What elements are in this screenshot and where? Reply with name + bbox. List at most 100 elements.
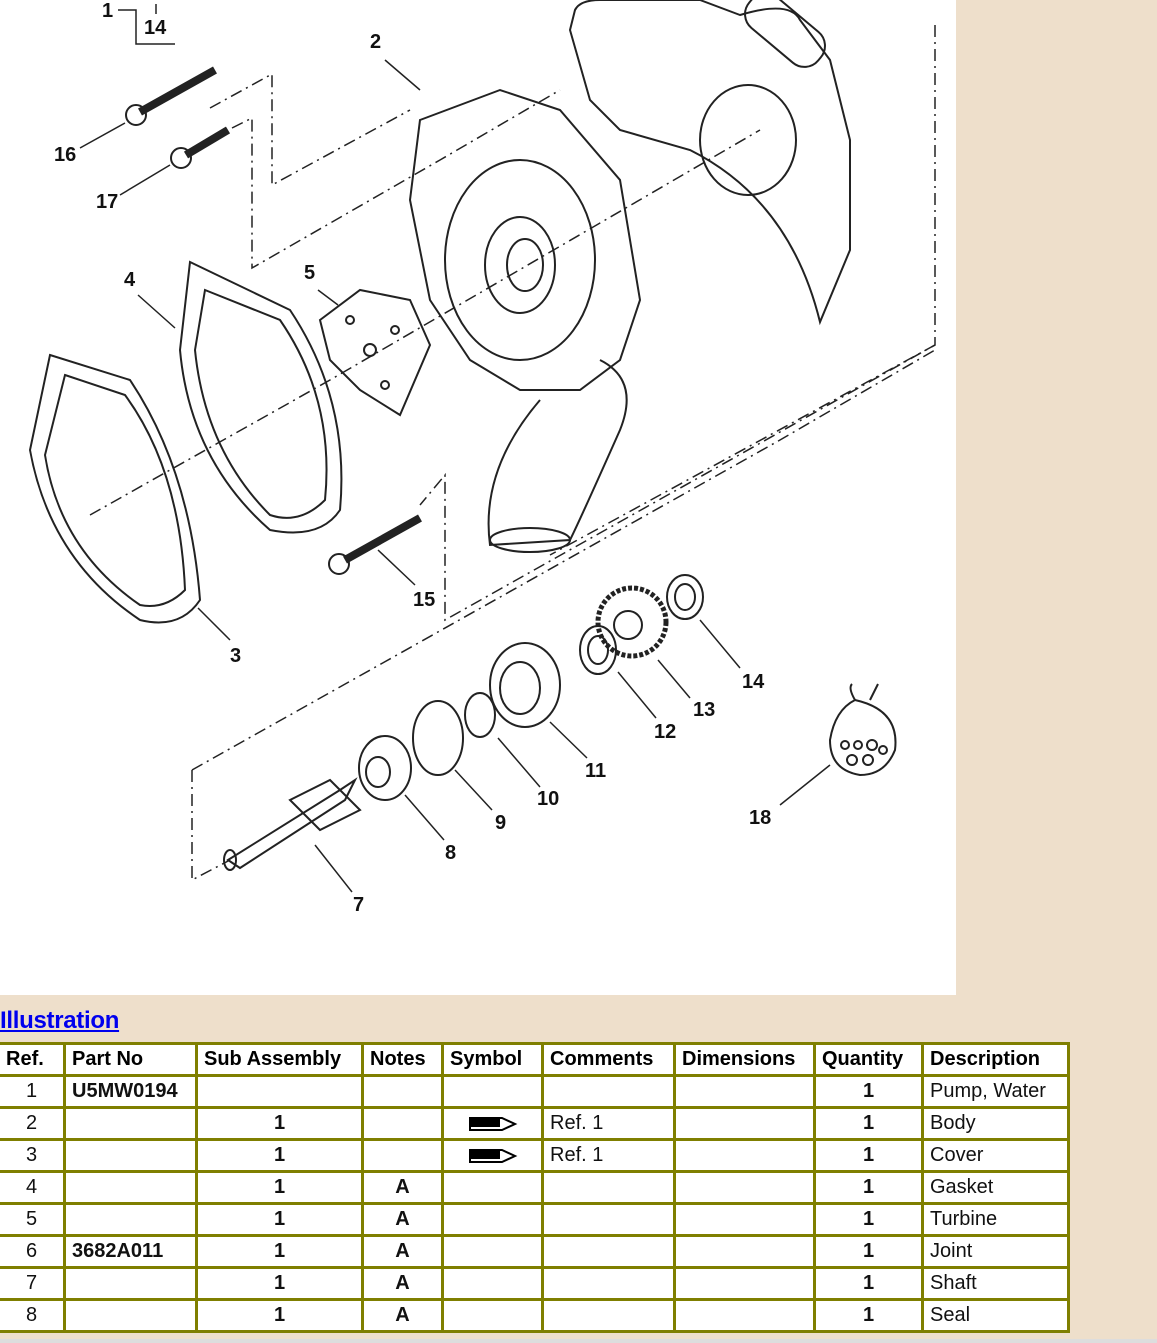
parts-table: Ref. Part No Sub Assembly Notes Symbol C… xyxy=(0,1042,1070,1333)
callout-7: 7 xyxy=(353,894,365,916)
cell-quantity: 1 xyxy=(813,1266,924,1301)
cell-sub-assembly: 1 xyxy=(195,1138,364,1173)
cell-ref: 4 xyxy=(0,1170,66,1205)
cell-ref: 5 xyxy=(0,1202,66,1237)
cell-description: Body xyxy=(921,1106,1070,1141)
cell-symbol xyxy=(441,1266,544,1301)
callout-17: 17 xyxy=(96,191,119,213)
callout-9: 9 xyxy=(495,812,507,834)
header-notes: Notes xyxy=(361,1042,444,1077)
cell-sub-assembly: 1 xyxy=(195,1234,364,1269)
cell-ref: 1 xyxy=(0,1074,66,1109)
cell-sub-assembly: 1 xyxy=(195,1298,364,1333)
cell-notes: A xyxy=(361,1234,444,1269)
cell-comments: Ref. 1 xyxy=(541,1106,676,1141)
header-sub-assembly: Sub Assembly xyxy=(195,1042,364,1077)
cell-description: Shaft xyxy=(921,1266,1070,1301)
water-pump-drawing xyxy=(28,0,936,893)
callout-1: 1 xyxy=(102,0,114,22)
cell-ref: 3 xyxy=(0,1138,66,1173)
cell-dimensions xyxy=(673,1298,816,1333)
callout-13: 13 xyxy=(693,699,716,721)
callout-15: 15 xyxy=(413,589,436,611)
header-comments: Comments xyxy=(541,1042,676,1077)
cell-quantity: 1 xyxy=(813,1170,924,1205)
cell-sub-assembly: 1 xyxy=(195,1106,364,1141)
cell-dimensions xyxy=(673,1074,816,1109)
callout-14-frame: 14 xyxy=(144,17,167,39)
cell-symbol xyxy=(441,1074,544,1109)
cell-notes xyxy=(361,1074,444,1109)
callout-4: 4 xyxy=(124,269,136,291)
cell-description: Gasket xyxy=(921,1170,1070,1205)
pencil-arrow-icon xyxy=(468,1148,517,1163)
cell-dimensions xyxy=(673,1234,816,1269)
cell-part-no xyxy=(63,1138,198,1173)
cell-comments xyxy=(541,1202,676,1237)
cell-part-no xyxy=(63,1170,198,1205)
cell-description: Joint xyxy=(921,1234,1070,1269)
cell-dimensions xyxy=(673,1266,816,1301)
cell-ref: 8 xyxy=(0,1298,66,1333)
cell-comments xyxy=(541,1170,676,1205)
cell-part-no xyxy=(63,1266,198,1301)
cell-comments xyxy=(541,1074,676,1109)
cell-symbol xyxy=(441,1138,544,1173)
cell-dimensions xyxy=(673,1138,816,1173)
cell-dimensions xyxy=(673,1170,816,1205)
callout-12: 12 xyxy=(654,721,677,743)
callout-8: 8 xyxy=(445,842,457,864)
cell-quantity: 1 xyxy=(813,1074,924,1109)
cell-symbol xyxy=(441,1298,544,1333)
callout-2: 2 xyxy=(370,31,382,53)
cell-part-no xyxy=(63,1202,198,1237)
header-description: Description xyxy=(921,1042,1070,1077)
cell-part-no xyxy=(63,1106,198,1141)
cell-comments xyxy=(541,1234,676,1269)
cell-ref: 6 xyxy=(0,1234,66,1269)
callout-18: 18 xyxy=(749,807,772,829)
cell-comments: Ref. 1 xyxy=(541,1138,676,1173)
cell-description: Cover xyxy=(921,1138,1070,1173)
callout-10: 10 xyxy=(537,788,560,810)
cell-symbol xyxy=(441,1234,544,1269)
cell-dimensions xyxy=(673,1202,816,1237)
cell-notes xyxy=(361,1138,444,1173)
cell-part-no xyxy=(63,1298,198,1333)
pencil-arrow-icon xyxy=(468,1116,517,1131)
cell-notes: A xyxy=(361,1202,444,1237)
illustration-link[interactable]: Illustration xyxy=(0,1007,120,1034)
cell-notes: A xyxy=(361,1298,444,1333)
exploded-diagram: 1 14 2 16 17 4 5 3 15 14 13 12 11 10 9 8… xyxy=(0,0,956,995)
table-header-row: Ref. Part No Sub Assembly Notes Symbol C… xyxy=(0,1042,1070,1077)
cell-part-no: 3682A011 xyxy=(63,1234,198,1269)
cell-quantity: 1 xyxy=(813,1202,924,1237)
cell-ref: 2 xyxy=(0,1106,66,1141)
cell-notes xyxy=(361,1106,444,1141)
cell-sub-assembly xyxy=(195,1074,364,1109)
cell-quantity: 1 xyxy=(813,1234,924,1269)
cell-description: Seal xyxy=(921,1298,1070,1333)
cell-quantity: 1 xyxy=(813,1138,924,1173)
header-quantity: Quantity xyxy=(813,1042,924,1077)
callout-3: 3 xyxy=(230,645,242,667)
cell-comments xyxy=(541,1266,676,1301)
callout-16: 16 xyxy=(54,144,77,166)
alignment-lines xyxy=(89,25,936,882)
cell-description: Turbine xyxy=(921,1202,1070,1237)
cell-sub-assembly: 1 xyxy=(195,1202,364,1237)
cell-notes: A xyxy=(361,1266,444,1301)
cell-quantity: 1 xyxy=(813,1298,924,1333)
cell-ref: 7 xyxy=(0,1266,66,1301)
cell-description: Pump, Water xyxy=(921,1074,1070,1109)
header-symbol: Symbol xyxy=(441,1042,544,1077)
cell-dimensions xyxy=(673,1106,816,1141)
header-dimensions: Dimensions xyxy=(673,1042,816,1077)
